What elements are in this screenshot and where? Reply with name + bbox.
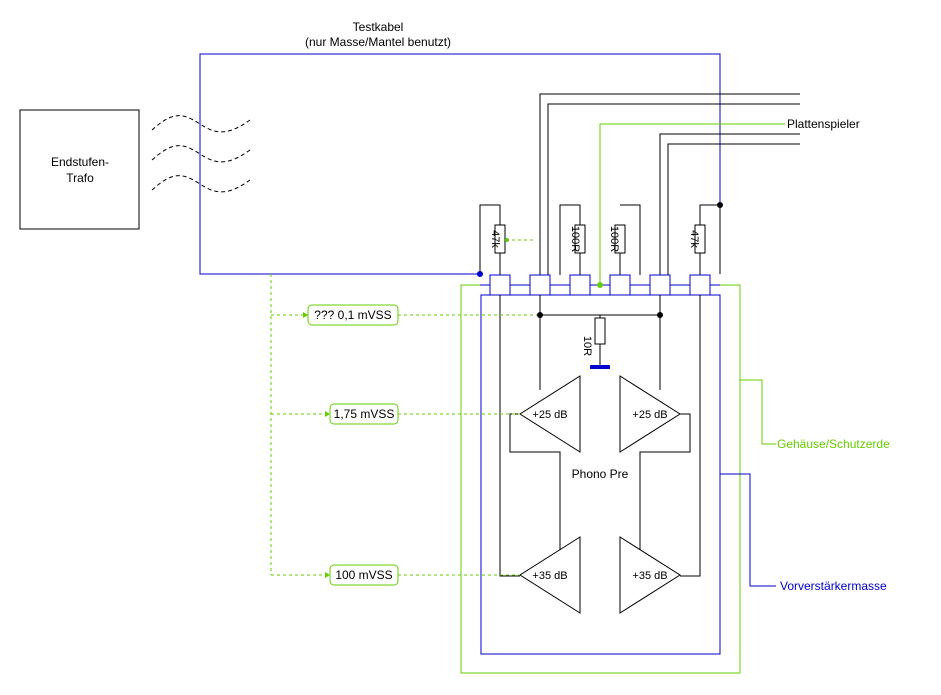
testkabel-label-line1: Testkabel <box>353 20 404 34</box>
trafo-box <box>19 109 140 230</box>
amp-top-right-label: +25 dB <box>632 409 667 421</box>
amp-top-right <box>619 375 681 453</box>
resistor-10r-label: 10R <box>581 336 593 356</box>
junction-testkabel <box>477 271 483 277</box>
junction-right-top <box>717 202 723 208</box>
resistor-left-100r-label: 100R <box>569 226 581 252</box>
amp-bottom-left-label: +35 dB <box>532 570 567 582</box>
connector-1 <box>489 274 511 296</box>
measurement-value-1: ??? 0,1 mVSS <box>314 308 391 322</box>
resistor-10r <box>594 317 606 345</box>
phono-pre-label: Phono Pre <box>572 467 629 481</box>
resistor-left-47k <box>494 224 506 254</box>
amp-bottom-right <box>619 536 681 614</box>
junction-ground-green <box>597 282 603 288</box>
vorverstaerker-label: Vorverstärkermasse <box>780 579 887 593</box>
junction-left-signal <box>537 312 543 318</box>
measurement-value-3: 100 mVSS <box>335 568 392 582</box>
resistor-right-47k-label: 47k <box>688 230 700 248</box>
amp-top-left-label: +25 dB <box>532 409 567 421</box>
plattenspieler-wires <box>539 93 800 275</box>
vorverstaerker-lead <box>720 473 776 587</box>
plattenspieler-ground-wire <box>599 123 785 285</box>
connector-4 <box>609 274 631 296</box>
trafo-label-line2: Trafo <box>66 171 94 185</box>
measurement-lines <box>270 274 540 576</box>
junction-right-signal <box>657 312 663 318</box>
amp-top-left <box>519 375 581 453</box>
gehaeuse-label: Gehäuse/Schutzerde <box>777 437 890 451</box>
magnetic-field-lines <box>151 115 251 193</box>
resistor-right-100r <box>614 224 626 254</box>
measurement-arrows <box>303 312 330 578</box>
connector-3 <box>569 274 591 296</box>
connector-5 <box>649 274 671 296</box>
r10-ground-symbol <box>590 365 610 369</box>
resistor-left-47k-label: 47k <box>489 230 501 248</box>
trafo-label-line1: Endstufen- <box>51 155 109 169</box>
resistor-right-100r-label: 100R <box>608 226 620 252</box>
resistor-right-47k <box>694 224 706 254</box>
testkabel-label-line2: (nur Masse/Mantel benutzt) <box>305 35 451 49</box>
gehaeuse-lead <box>740 379 776 445</box>
plattenspieler-label: Plattenspieler <box>787 117 860 131</box>
probe-47k-marker <box>505 238 509 242</box>
measurement-value-2: 1,75 mVSS <box>334 407 395 421</box>
amp-bottom-right-label: +35 dB <box>632 570 667 582</box>
resistor-left-100r <box>574 224 586 254</box>
amp-bottom-left <box>519 536 581 614</box>
testkabel-loop <box>199 53 721 275</box>
connector-6 <box>689 274 711 296</box>
connector-2 <box>529 274 551 296</box>
